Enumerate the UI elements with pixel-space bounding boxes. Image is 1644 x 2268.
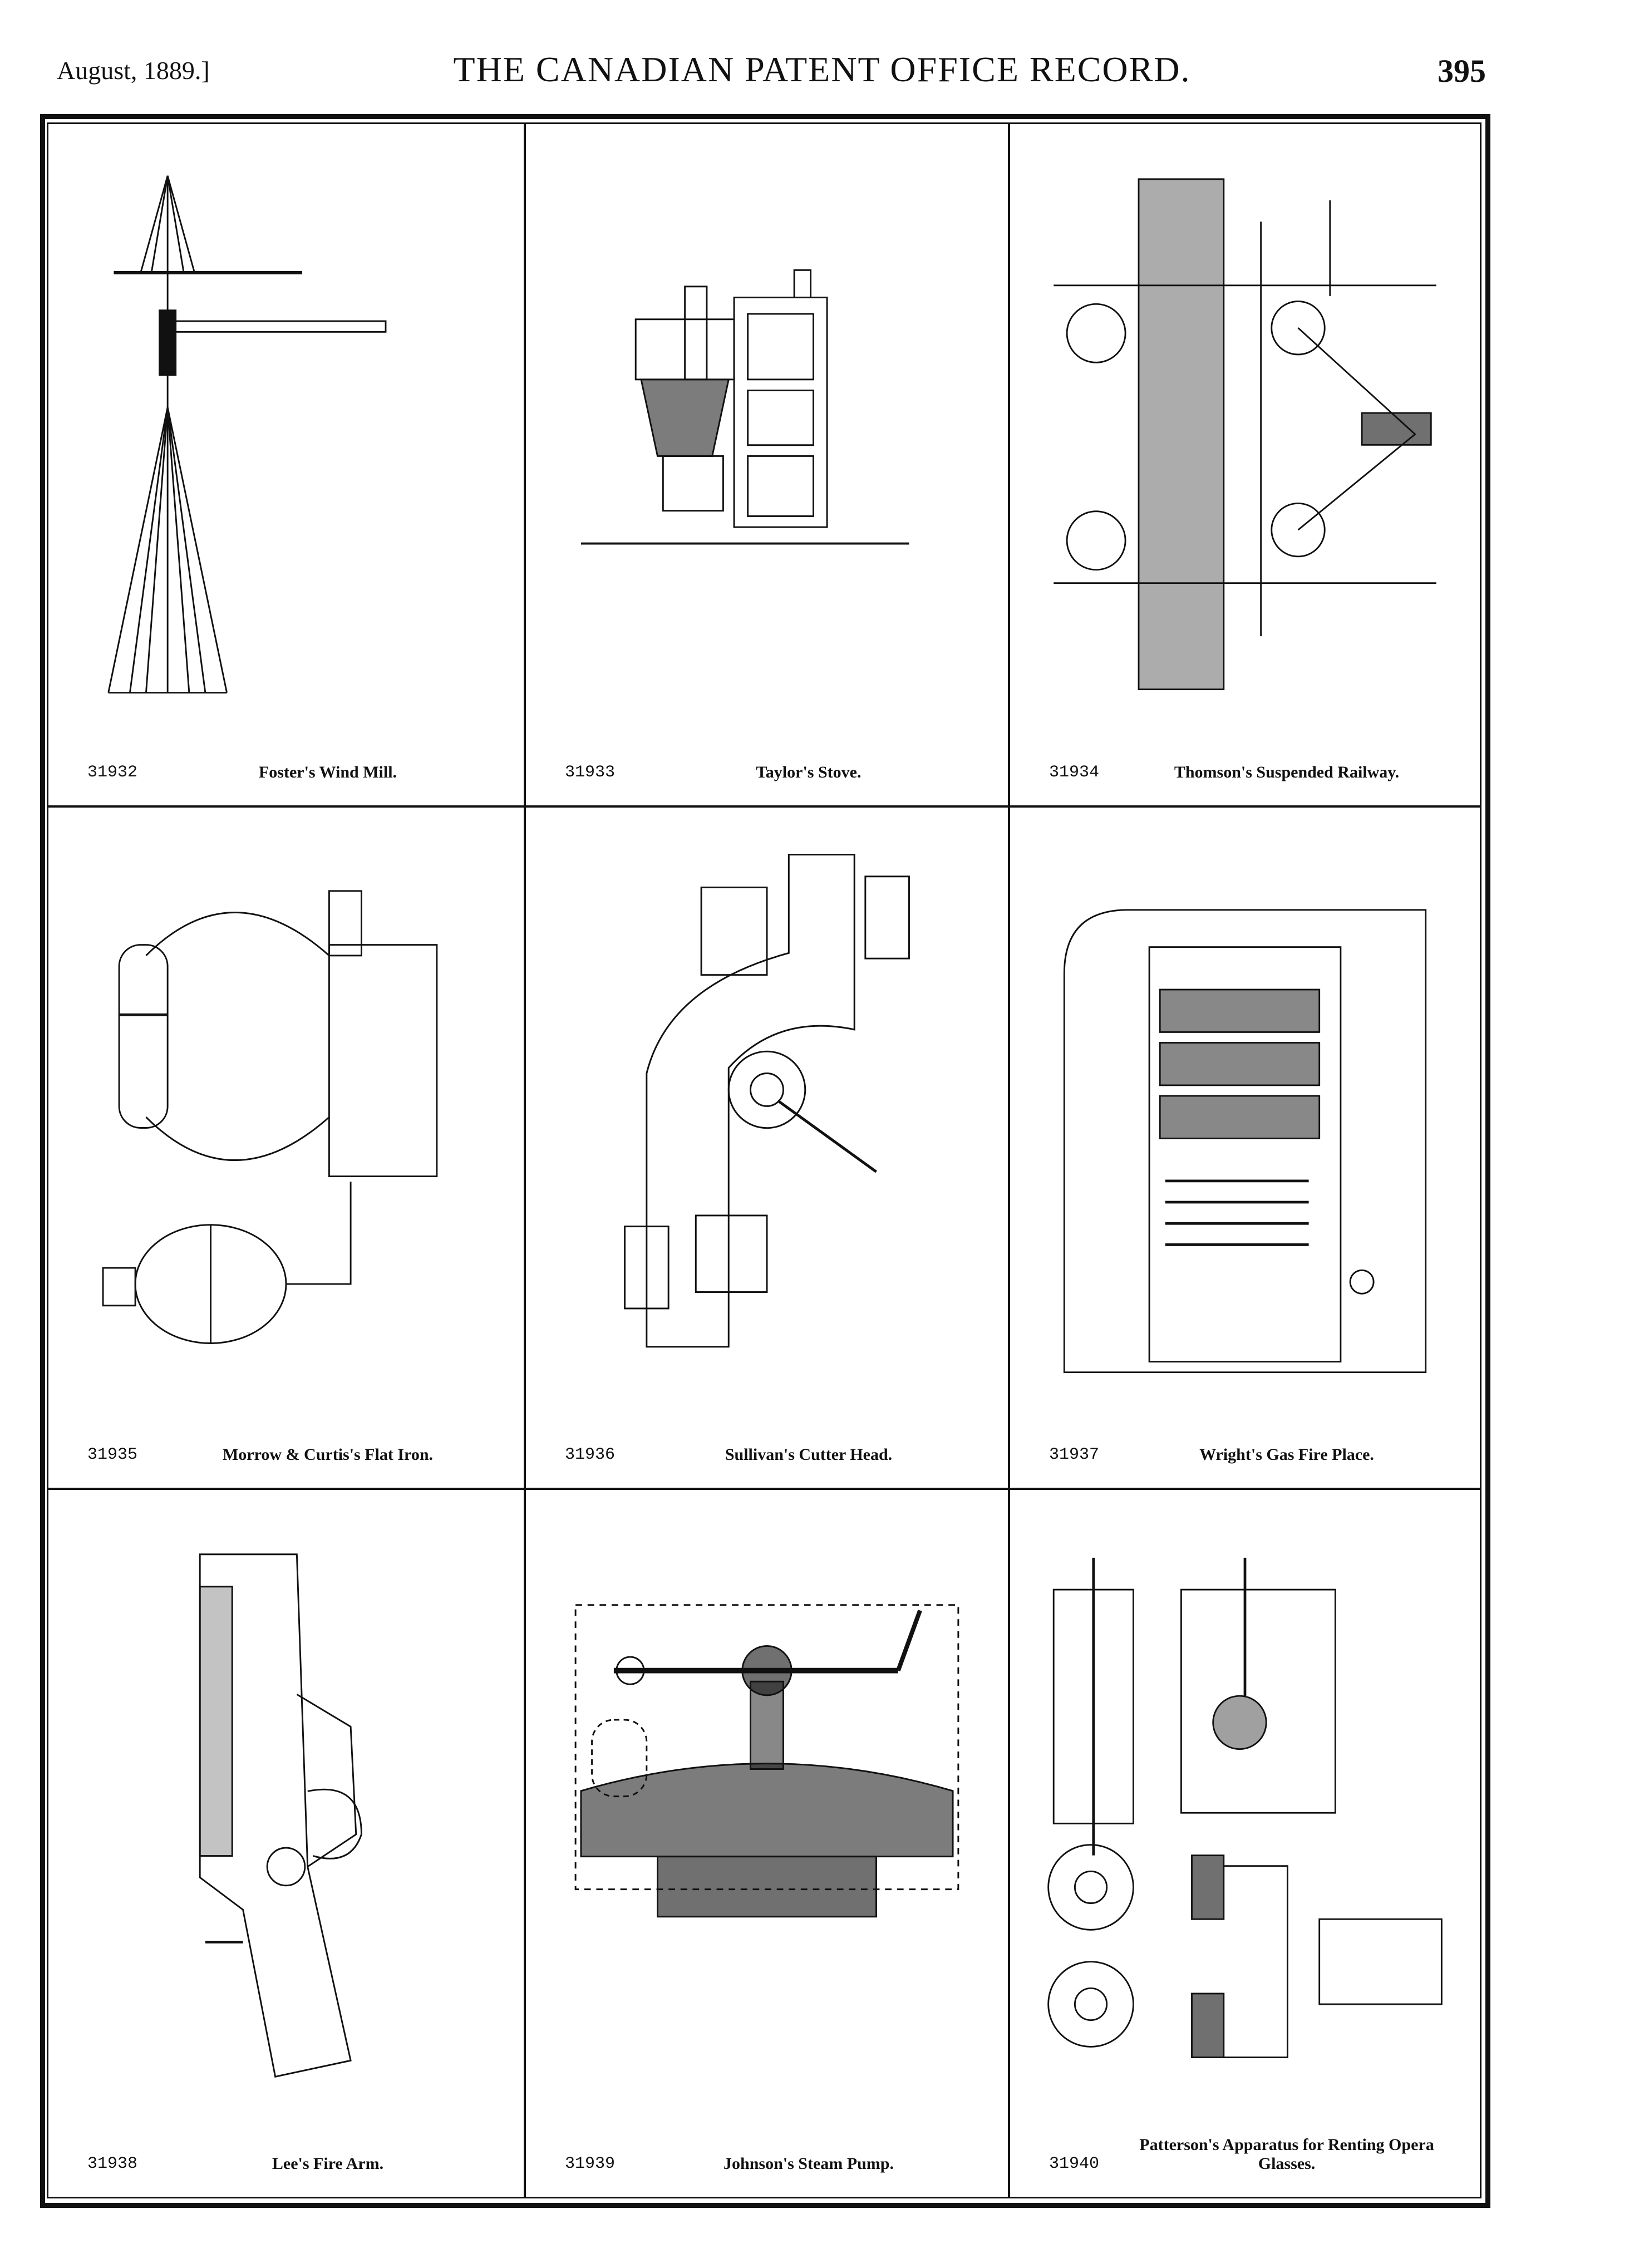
patent-number: 31932 [87, 763, 138, 782]
publication-title: THE CANADIAN PATENT OFFICE RECORD. [453, 50, 1191, 89]
figure-title: Thomson's Suspended Railway. [1174, 763, 1400, 781]
railway-drawing-icon [1032, 146, 1458, 727]
figure-cell-31933: 31933 Taylor's Stove. [526, 124, 1010, 808]
figure-grid: 31932 Foster's Wind Mill. 31933 Taylor's… [48, 124, 1480, 2197]
patent-number: 31939 [565, 2154, 616, 2173]
page-header: August, 1889.] THE CANADIAN PATENT OFFIC… [0, 0, 1644, 111]
patent-number: 31934 [1049, 763, 1100, 782]
figure-title: Sullivan's Cutter Head. [725, 1445, 893, 1464]
issue-date: August, 1889.] [57, 56, 210, 85]
flat-iron-drawing-icon [71, 830, 501, 1410]
opera-glasses-drawing-icon [1032, 1512, 1458, 2119]
figure-cell-31938: 31938 Lee's Fire Arm. [48, 1490, 526, 2197]
steam-pump-drawing-icon [548, 1512, 986, 2119]
windmill-drawing-icon [71, 146, 501, 727]
figure-title: Lee's Fire Arm. [272, 2154, 384, 2173]
figure-cell-31934: 31934 Thomson's Suspended Railway. [1010, 124, 1480, 808]
figure-cell-31935: 31935 Morrow & Curtis's Flat Iron. [48, 808, 526, 1490]
figure-cell-31937: 31937 Wright's Gas Fire Place. [1010, 808, 1480, 1490]
fireplace-drawing-icon [1032, 830, 1458, 1410]
figure-title: Taylor's Stove. [756, 763, 862, 781]
patent-number: 31940 [1049, 2154, 1100, 2173]
figure-title: Morrow & Curtis's Flat Iron. [222, 1445, 434, 1464]
figure-title: Wright's Gas Fire Place. [1199, 1445, 1374, 1464]
figure-cell-31940: 31940 Patterson's Apparatus for Renting … [1010, 1490, 1480, 2197]
figure-title: Foster's Wind Mill. [258, 763, 397, 781]
page-number: 395 [1438, 53, 1486, 89]
patent-number: 31938 [87, 2154, 138, 2173]
page-frame-outer [40, 114, 1490, 2208]
figure-title: Patterson's Apparatus for Renting Opera … [1139, 2136, 1434, 2173]
firearm-drawing-icon [71, 1512, 501, 2119]
patent-number: 31937 [1049, 1445, 1100, 1464]
figure-title: Johnson's Steam Pump. [723, 2154, 894, 2173]
figure-cell-31936: 31936 Sullivan's Cutter Head. [526, 808, 1010, 1490]
figure-cell-31939: 31939 Johnson's Steam Pump. [526, 1490, 1010, 2197]
patent-number: 31936 [565, 1445, 616, 1464]
cutter-head-drawing-icon [548, 830, 986, 1410]
stove-drawing-icon [548, 146, 986, 727]
figure-cell-31932: 31932 Foster's Wind Mill. [48, 124, 526, 808]
patent-number: 31935 [87, 1445, 138, 1464]
patent-number: 31933 [565, 763, 616, 782]
page-frame-inner [47, 122, 1481, 2198]
